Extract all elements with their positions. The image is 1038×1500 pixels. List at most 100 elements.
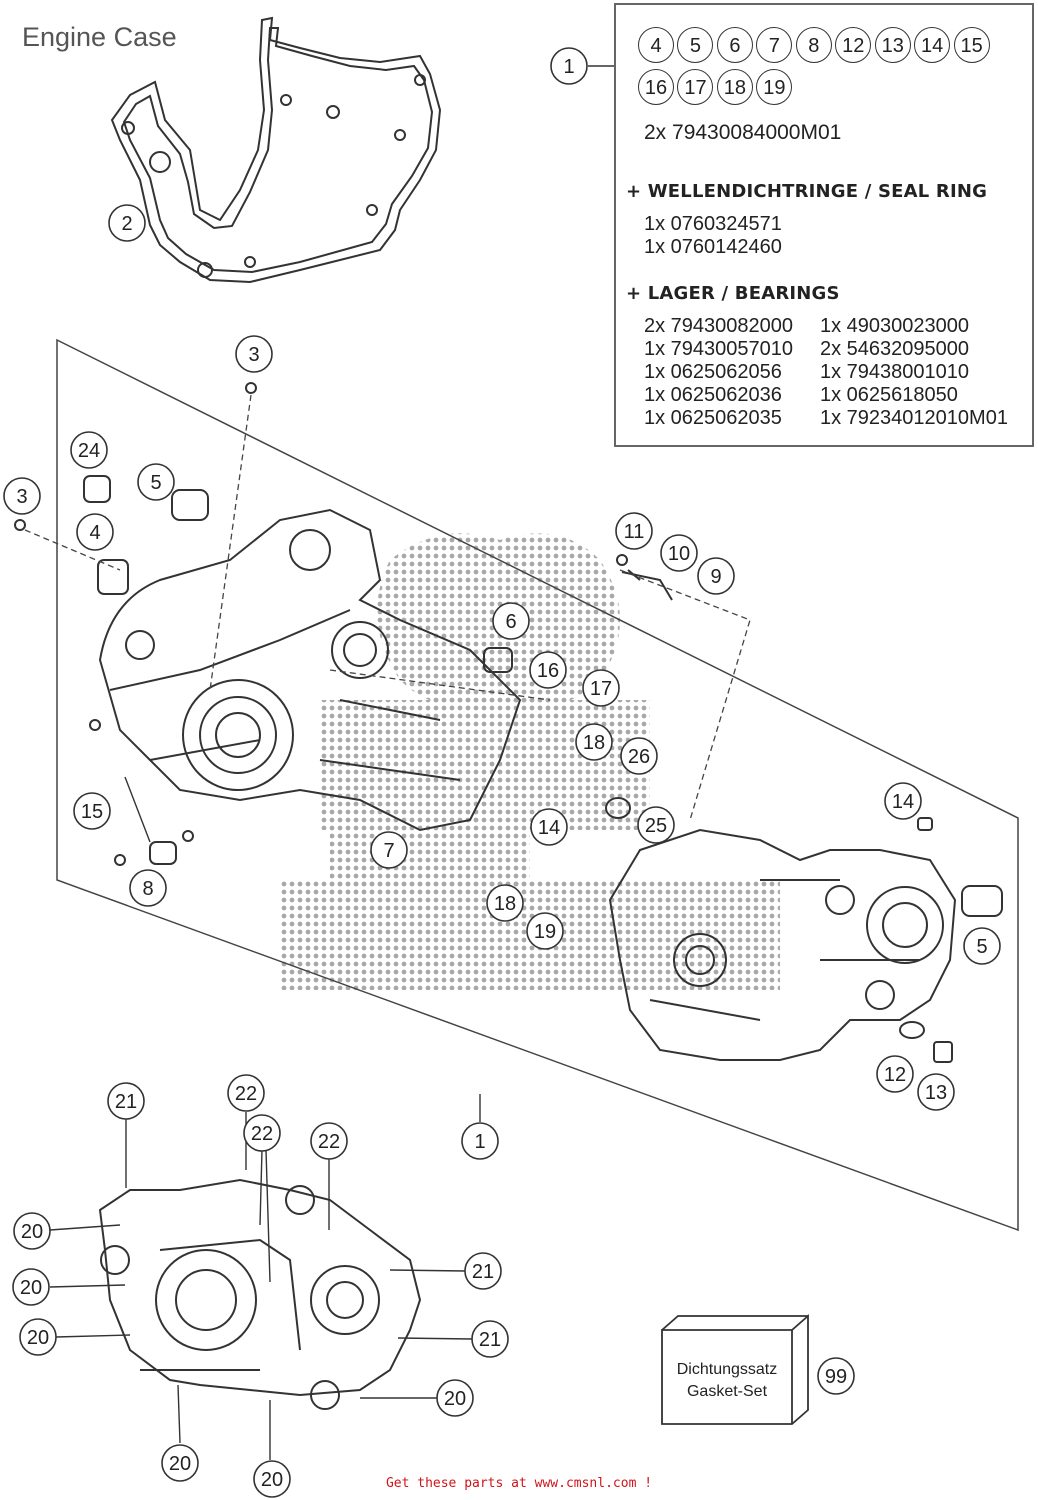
callout-layer: 1233245415876161718142625181911109145121… [3, 47, 1001, 1498]
oring-25 [605, 797, 631, 819]
ref-bubble: 16 [638, 69, 674, 105]
callout-label: 20 [444, 1388, 466, 1410]
leader-lines [49, 65, 614, 1460]
callout-label: 13 [925, 1082, 947, 1104]
ref-bubble: 19 [756, 69, 793, 105]
callout-1-kit: 1 [550, 47, 588, 85]
callout-label: 21 [479, 1329, 501, 1351]
bearing-6 [483, 647, 513, 673]
callout-20c: 20 [19, 1318, 57, 1356]
callout-label: 1 [474, 1131, 485, 1153]
callout-label: 6 [505, 611, 516, 633]
callout-9: 9 [697, 557, 735, 595]
seal-ring-list: 1x 0760324571 1x 0760142460 [644, 213, 782, 259]
callout-2: 2 [108, 204, 146, 242]
callout-label: 10 [668, 543, 690, 565]
crankcase-bolt-view [98, 1178, 422, 1410]
ref-bubble: 17 [677, 69, 714, 105]
callout-label: 14 [892, 791, 914, 813]
bearing-item: 2x 79430082000 [644, 315, 794, 337]
callout-21c: 21 [471, 1320, 509, 1358]
callout-label: 11 [624, 521, 645, 543]
callout-label: 21 [472, 1261, 494, 1283]
bearing-item: 1x 0625062036 [644, 384, 782, 406]
callout-18a: 18 [575, 723, 613, 761]
bearing-item: 1x 79438001010 [820, 361, 970, 383]
callout-label: 20 [27, 1327, 49, 1349]
callout-14b: 14 [884, 782, 922, 820]
seal-ring-header: + WELLENDICHTRINGE / SEAL RING [626, 181, 988, 202]
callout-18b: 18 [486, 884, 524, 922]
included-refs: 4 5 6 7 8 12 13 14 15 16 17 18 19 [638, 27, 1028, 111]
callout-3b: 3 [3, 477, 41, 515]
callout-label: 3 [16, 486, 27, 508]
callout-label: 8 [142, 878, 153, 900]
ref-bubble: 4 [638, 27, 674, 63]
callout-label: 4 [89, 522, 100, 544]
ref-bubble: 6 [716, 27, 753, 63]
assembly-frame [56, 338, 1019, 1232]
callout-26: 26 [620, 737, 658, 775]
page-title: Engine Case [22, 22, 177, 52]
callout-label: 18 [494, 893, 516, 915]
callout-label: 21 [115, 1091, 137, 1113]
callout-label: 12 [884, 1064, 906, 1086]
kit-info-box: 4 5 6 7 8 12 13 14 15 16 17 18 19 2x 794… [614, 3, 1034, 447]
ref-bubble: 5 [677, 27, 714, 63]
bearing-item: 1x 79430057010 [644, 338, 794, 360]
callout-label: 20 [21, 1221, 43, 1243]
ref-bubble: 12 [835, 27, 872, 63]
callout-label: 18 [583, 732, 605, 754]
ref-bubble: 15 [953, 27, 990, 63]
screw-11 [616, 554, 628, 566]
callout-20e: 20 [161, 1444, 199, 1482]
callout-label: 25 [645, 815, 667, 837]
callout-label: 15 [81, 801, 103, 823]
bearing-item: 1x 0625062035 [644, 407, 782, 429]
callout-6: 6 [492, 602, 530, 640]
footer-link[interactable]: Get these parts at www.cmsnl.com ! [385, 1476, 653, 1491]
washer-12 [899, 1021, 925, 1039]
bearings-list-left: 2x 79430082000 1x 79430057010 1x 0625062… [644, 315, 793, 430]
callout-4: 4 [76, 513, 114, 551]
callout-14a: 14 [530, 808, 568, 846]
ref-bubble: 13 [874, 27, 911, 63]
plug-14 [917, 817, 933, 831]
callout-7: 7 [370, 831, 408, 869]
bearing-item: 1x 0625062056 [644, 361, 782, 383]
ref-bubble: 18 [716, 69, 753, 105]
callout-label: 2 [121, 213, 132, 235]
crankcase-gasket [110, 16, 442, 284]
callout-label: 17 [590, 678, 612, 700]
gasket-set-label-en: Gasket-Set [687, 1383, 768, 1400]
right-crankcase-half [608, 828, 957, 1061]
callout-20f: 20 [253, 1460, 291, 1498]
callout-11: 11 [615, 512, 653, 550]
seal-ring-item: 1x 0760324571 [644, 213, 782, 235]
callout-label: 9 [710, 566, 721, 588]
callout-22a: 22 [227, 1074, 265, 1112]
callout-20d: 20 [436, 1379, 474, 1417]
callout-17: 17 [582, 669, 620, 707]
callout-5a: 5 [137, 463, 175, 501]
callout-label: 26 [628, 746, 650, 768]
bushing-8 [149, 841, 177, 865]
callout-22b: 22 [243, 1114, 281, 1152]
callout-19: 19 [526, 912, 564, 950]
callout-label: 14 [538, 817, 560, 839]
callout-label: 24 [78, 440, 100, 462]
assembly-lines [24, 394, 751, 821]
callout-label: 20 [169, 1453, 191, 1475]
callout-8: 8 [129, 869, 167, 907]
bearing-item: 1x 0625618050 [820, 384, 958, 406]
ref-bubble: 8 [795, 27, 832, 63]
callout-label: 5 [150, 472, 161, 494]
ref-bubble: 7 [756, 27, 793, 63]
kit-main-part: 2x 79430084000M01 [644, 121, 842, 144]
seal-ring-item: 1x 0760142460 [644, 236, 782, 258]
gasket-set-box: Dichtungssatz Gasket-Set [661, 1314, 809, 1425]
bearings-header: + LAGER / BEARINGS [626, 283, 840, 304]
bushing-24 [83, 475, 111, 503]
callout-16: 16 [529, 651, 567, 689]
gasket-set-label-de: Dichtungssatz [677, 1361, 778, 1378]
